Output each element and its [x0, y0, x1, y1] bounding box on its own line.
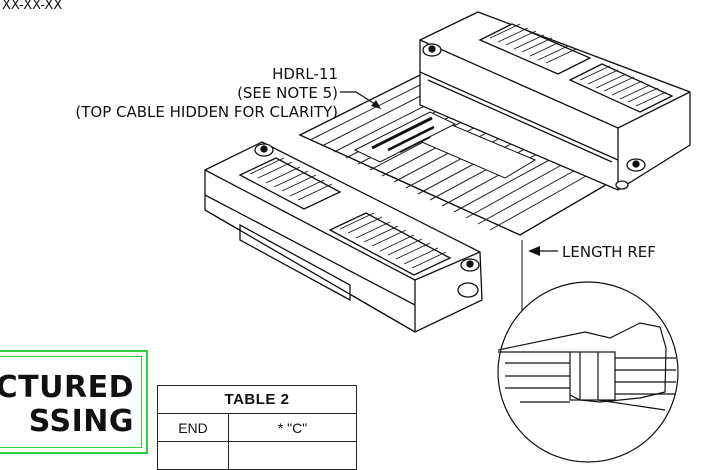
- table-2-header-row: TABLE 2: [157, 385, 357, 414]
- connector-back: [419, 11, 691, 191]
- manufacturing-stamp: CTURED SSING: [0, 350, 148, 454]
- table-2-title: TABLE 2: [157, 385, 357, 414]
- hdrl-callout: HDRL-11 (SEE NOTE 5) (TOP CABLE HIDDEN F…: [75, 65, 381, 121]
- table-2-cell: [157, 441, 229, 470]
- length-ref-label: LENGTH REF: [562, 243, 656, 261]
- hdrl-callout-line3: (TOP CABLE HIDDEN FOR CLARITY): [75, 103, 338, 121]
- table-2-cropped-row: [157, 441, 357, 470]
- connector-front: [204, 141, 483, 333]
- table-2-col-c: * "C": [228, 413, 357, 442]
- stamp-inner-border: [0, 356, 142, 448]
- table-2: TABLE 2 END * "C": [157, 385, 357, 470]
- table-2-col-end: END: [157, 413, 229, 442]
- top-label: XX-XX-XX: [2, 0, 62, 13]
- stamp-line-2: SSING: [28, 404, 134, 439]
- table-2-cell: [228, 441, 357, 470]
- cable-label-block: [353, 111, 457, 163]
- detail-view: [497, 281, 679, 463]
- stamp-line-1: CTURED: [0, 370, 134, 405]
- hdrl-callout-line2: (SEE NOTE 5): [237, 84, 338, 102]
- length-ref-callout: LENGTH REF: [521, 240, 656, 365]
- table-2-column-row: END * "C": [157, 413, 357, 442]
- hdrl-callout-line1: HDRL-11: [272, 65, 338, 83]
